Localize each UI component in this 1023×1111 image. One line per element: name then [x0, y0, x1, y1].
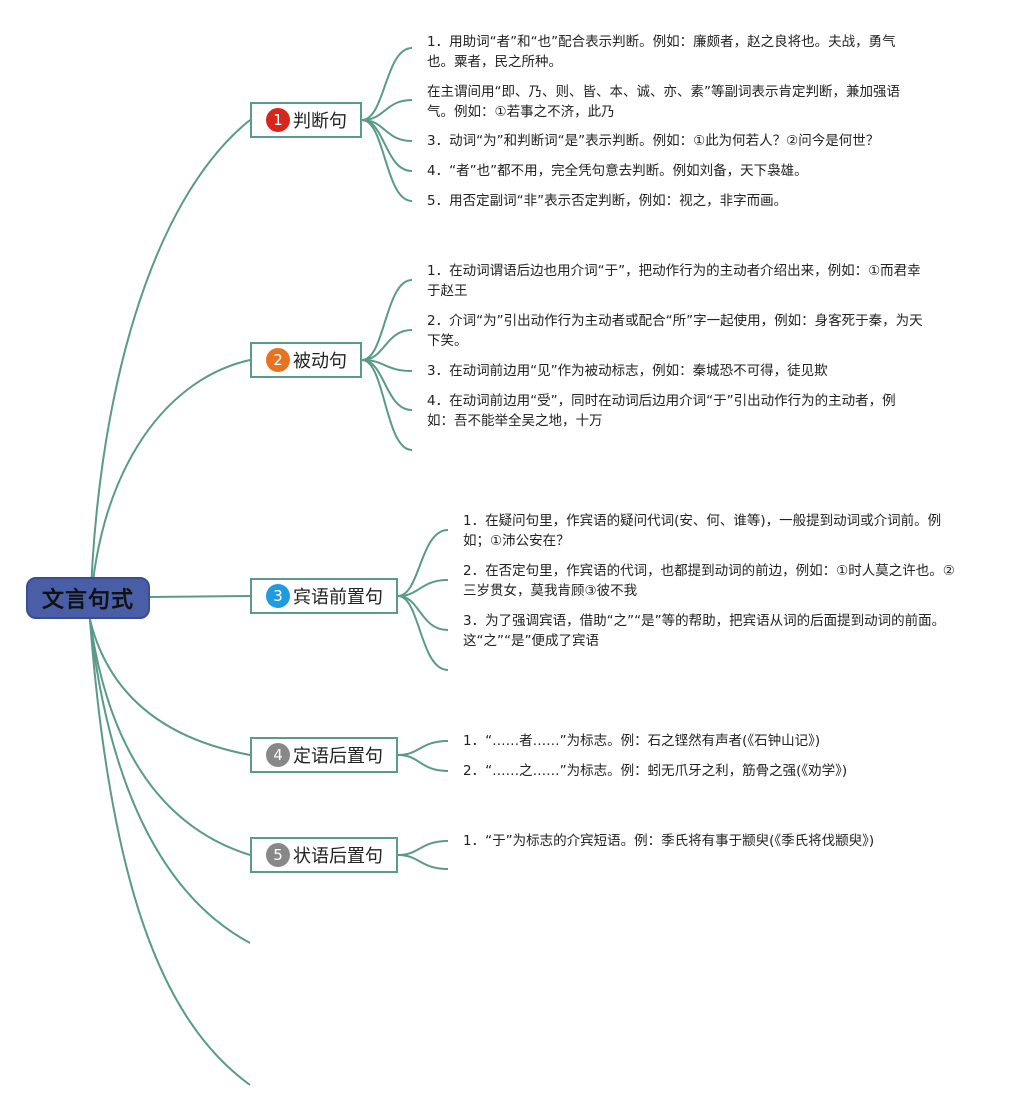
leaf-text: 1．“于”为标志的介宾短语。例：季氏将有事于颛臾(《季氏将伐颛臾》) [463, 833, 875, 849]
branch-5-leaf-line [397, 840, 449, 856]
leaf-text: 1．在疑问句里，作宾语的疑问代词(安、何、谁等)，一般提到动词或介词前。例如；①… [463, 513, 942, 549]
root-to-branch-4-line [89, 619, 251, 756]
leaf-text: 1．“……者……”为标志。例：石之铿然有声者(《石钟山记》) [463, 733, 821, 749]
branch-2-leaf-line [361, 329, 413, 361]
branch-2-leaf-line [361, 279, 413, 361]
branch-node-5[interactable]: 5 状语后置句 [250, 837, 398, 873]
root-to-branch-1-line [89, 119, 251, 621]
leaf-text: 1．用助词“者”和“也”配合表示判断。例如：廉颇者，赵之良将也。夫战，勇气也。粟… [427, 34, 896, 70]
branch-label: 被动句 [293, 351, 347, 372]
branch-node-3[interactable]: 3 宾语前置句 [250, 578, 398, 614]
leaf-text: 1．在动词谓语后边也用介词“于”，把动作行为的主动者介绍出来，例如：①而君幸于赵… [427, 263, 921, 299]
branch-4-leaf-line [397, 740, 449, 756]
branch-1-leaf-line [361, 119, 413, 202]
root-to-branch-2-line [89, 359, 251, 621]
leaf-text: 2．在否定句里，作宾语的代词，也都提到动词的前边，例如：①时人莫之许也。②三岁贯… [463, 563, 955, 599]
root-node[interactable]: 文言句式 [26, 577, 150, 619]
branch-4-leaf-line [397, 754, 449, 772]
branch-node-4[interactable]: 4 定语后置句 [250, 737, 398, 773]
root-to-branch-3-line [149, 595, 251, 598]
branch-2-leaf-line [361, 359, 413, 451]
leaf-text: 在主谓间用“即、乃、则、皆、本、诚、亦、素”等副词表示肯定判断，兼加强语气。例如… [427, 84, 900, 120]
leaf-text: 3．动词“为”和判断词“是”表示判断。例如：①此为何若人？②问今是何世？ [427, 133, 880, 149]
branch-3-leaf-line [397, 579, 449, 597]
branch-1-leaf-line [361, 47, 413, 121]
branch-3-leaf-line [397, 595, 449, 671]
leaf-text: 4．在动词前边用“受”，同时在动词后边用介词“于”引出动作行为的主动者，例如：吾… [427, 393, 896, 429]
root-to-empty-branch-line-a [89, 619, 251, 944]
root-title: 文言句式 [41, 588, 134, 613]
number-badge-icon: 2 [266, 348, 290, 372]
branch-label: 定语后置句 [293, 746, 383, 767]
branch-label: 状语后置句 [293, 846, 383, 867]
branch-1-leaf-line [361, 99, 413, 121]
leaf-text: 3．在动词前边用“见”作为被动标志，例如：秦城恐不可得，徒见欺 [427, 363, 828, 379]
number-badge-icon: 5 [266, 843, 290, 867]
root-to-empty-branch-line-b [89, 619, 251, 1086]
branch-node-2[interactable]: 2 被动句 [250, 342, 362, 378]
branch-label: 宾语前置句 [293, 587, 383, 608]
number-badge-icon: 1 [266, 108, 290, 132]
branch-node-1[interactable]: 1 判断句 [250, 102, 362, 138]
branch-label: 判断句 [293, 111, 347, 132]
branch-3-leaf-line [397, 595, 449, 631]
leaf-text: 2．介词“为”引出动作行为主动者或配合“所”字一起使用，例如：身客死于秦，为天下… [427, 313, 923, 349]
branch-3-leaf-line [397, 529, 449, 597]
number-badge-icon: 3 [266, 584, 290, 608]
root-to-branch-5-line [89, 619, 251, 856]
number-badge-icon: 4 [266, 743, 290, 767]
leaf-text: 2．“……之……”为标志。例：蚓无爪牙之利，筋骨之强(《劝学》) [463, 763, 848, 779]
leaf-text: 4．“者”也”都不用，完全凭句意去判断。例如刘备，天下袅雄。 [427, 163, 808, 179]
branch-2-leaf-line [361, 359, 413, 411]
leaf-text: 3．为了强调宾语，借助“之”“是”等的帮助，把宾语从词的后面提到动词的前面。这“… [463, 613, 946, 649]
branch-5-leaf-line [397, 854, 449, 870]
leaf-text: 5．用否定副词“非”表示否定判断，例如：视之，非字而画。 [427, 193, 788, 209]
